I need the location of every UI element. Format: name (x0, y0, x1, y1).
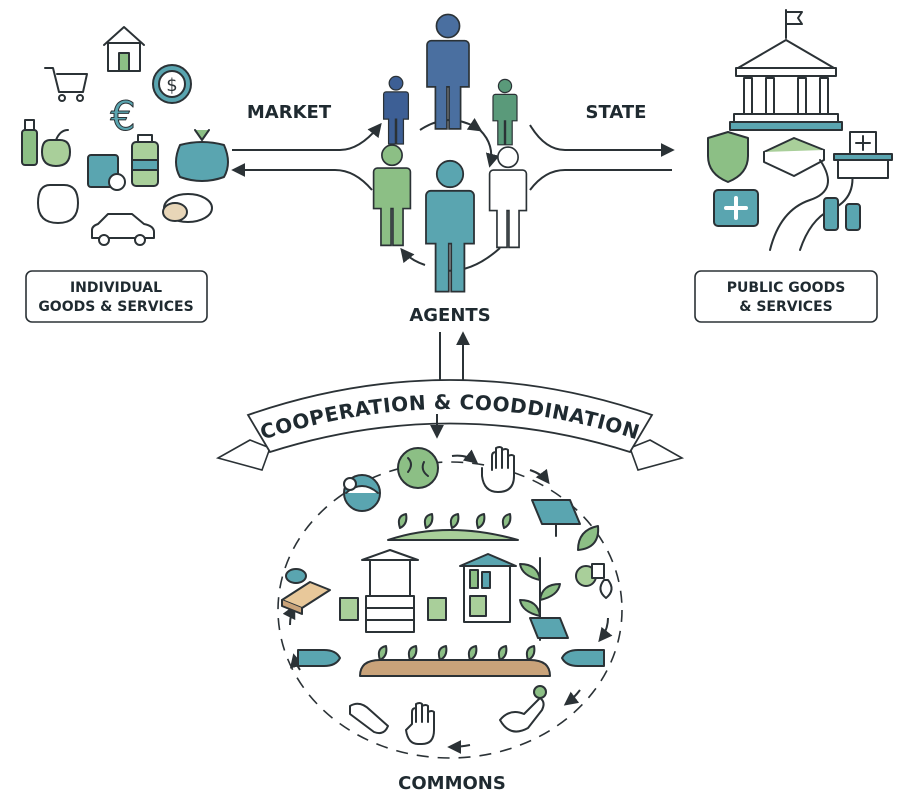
garden-bed-icon (359, 645, 551, 677)
person-icon (426, 13, 470, 130)
house-icon (103, 26, 145, 72)
hand-icon (405, 702, 435, 745)
hand-icon (561, 649, 605, 667)
public-goods-icons (707, 9, 893, 251)
hand-icon (481, 446, 515, 493)
person-icon (492, 78, 518, 146)
bottle-icon (21, 119, 38, 166)
commons-icons (281, 446, 613, 745)
individual-goods-icons: $ € (21, 26, 229, 246)
fruit-icon (575, 563, 613, 599)
dollar-coin-icon: $ (152, 64, 192, 104)
agents-label: AGENTS (409, 305, 490, 326)
person-icon (382, 75, 410, 145)
solar-panel-icon (529, 617, 569, 639)
car-icon (91, 213, 155, 246)
jar-icon (87, 154, 126, 191)
apple-icon (41, 129, 71, 167)
cooperation-banner: COOPERATION & COODDINATION (215, 379, 685, 471)
government-building-icon (729, 9, 843, 131)
turtle-globe-icon (343, 474, 381, 512)
hospital-icon (833, 131, 893, 179)
hands-icon (349, 702, 389, 735)
solar-panel-icon (531, 499, 581, 537)
person-icon (372, 144, 412, 247)
book-icon (763, 137, 825, 177)
agents-group (372, 13, 528, 293)
hand-icon (297, 649, 341, 667)
garden-icon (387, 513, 519, 541)
leaf-icon (577, 525, 600, 551)
commons-label: COMMONS (398, 773, 506, 794)
medical-kit-icon (713, 189, 759, 227)
svg-text:INDIVIDUAL: INDIVIDUAL (70, 280, 162, 296)
apple-icon (37, 184, 79, 224)
svg-text:$: $ (166, 75, 177, 96)
state-label: STATE (586, 102, 647, 123)
state-flow-arrows (529, 124, 675, 191)
bottle-icon (131, 134, 159, 187)
hand-icon (499, 685, 547, 733)
market-label: MARKET (247, 102, 332, 123)
bookshelf-icon (459, 553, 517, 623)
person-icon (425, 159, 475, 293)
well-icon (339, 549, 447, 633)
svg-text:GOODS & SERVICES: GOODS & SERVICES (38, 299, 193, 315)
individual-goods-box: INDIVIDUAL GOODS & SERVICES (25, 270, 208, 323)
shield-icon (707, 131, 749, 183)
svg-text:€: € (110, 94, 135, 140)
svg-text:PUBLIC GOODS: PUBLIC GOODS (727, 280, 846, 296)
earth-icon (397, 447, 439, 489)
potato-icon (162, 193, 213, 223)
agents-commons-arrows (439, 331, 470, 380)
bottles-icon (823, 197, 861, 231)
public-goods-box: PUBLIC GOODS & SERVICES (694, 270, 878, 323)
person-icon (488, 146, 528, 249)
svg-text:& SERVICES: & SERVICES (739, 299, 832, 315)
wood-icon (281, 568, 331, 615)
shopping-cart-icon (44, 67, 88, 102)
market-flow-arrows (231, 122, 382, 191)
euro-icon: € (110, 94, 136, 141)
pumpkin-icon (175, 129, 229, 182)
